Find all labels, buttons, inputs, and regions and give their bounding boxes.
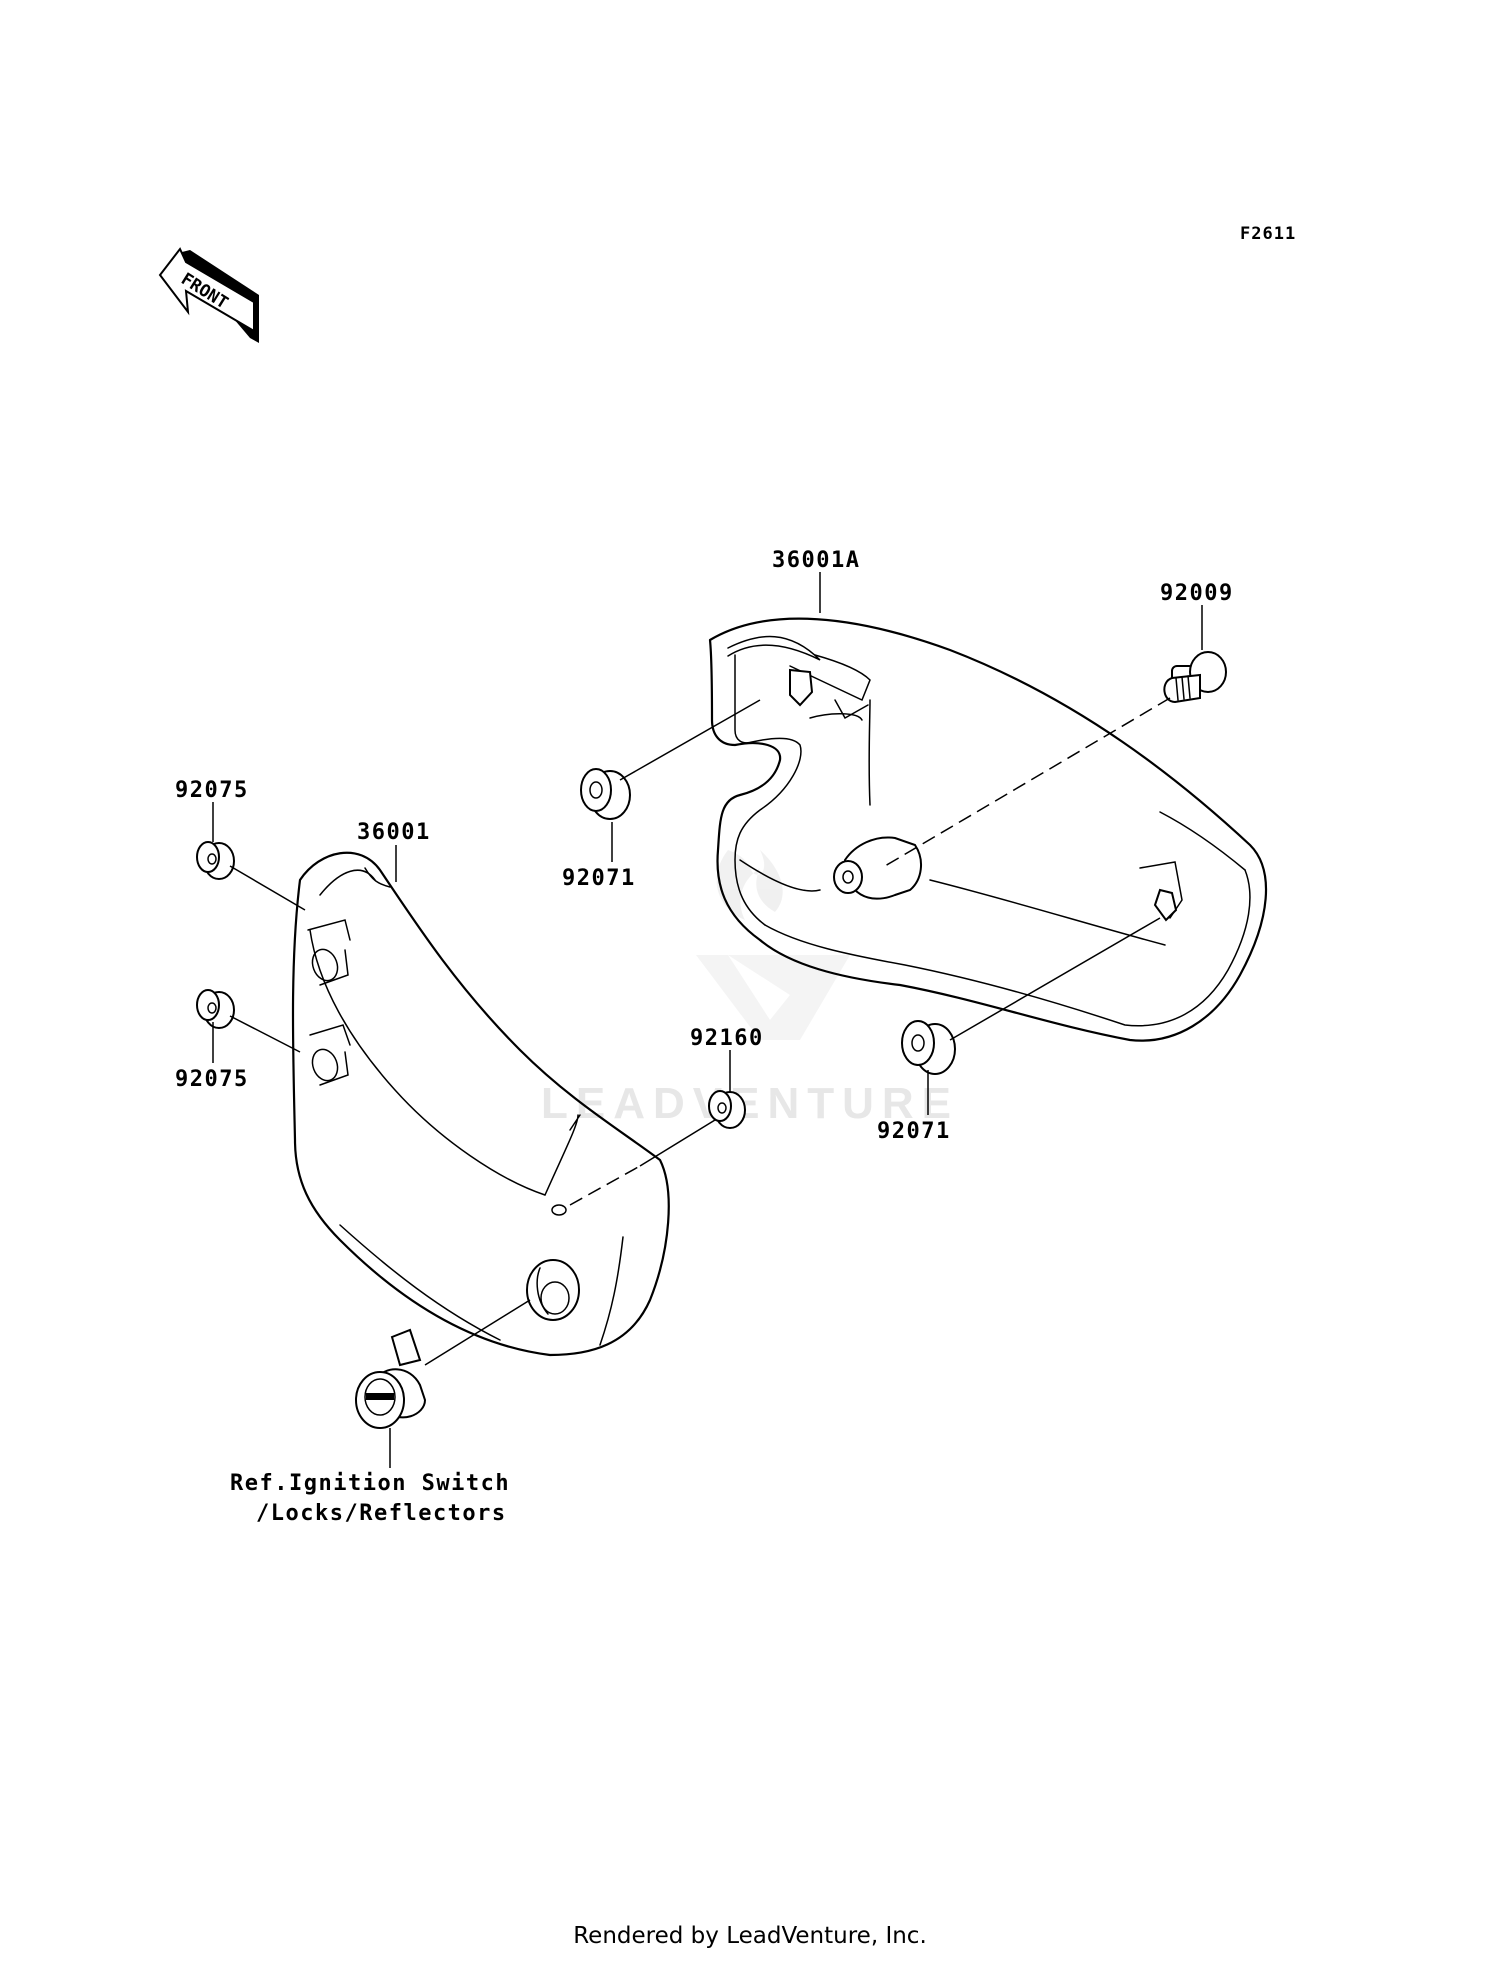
label-grommet-right-lower: 92071 bbox=[877, 1119, 951, 1144]
label-grommet-left-upper: 92075 bbox=[175, 778, 249, 803]
front-arrow-icon: FRONT bbox=[158, 247, 259, 343]
ignition-lock-icon bbox=[355, 1328, 427, 1429]
key-cylinder-hole bbox=[526, 1259, 580, 1321]
grommet-92071-lower bbox=[901, 1020, 956, 1075]
label-cover-left: 36001 bbox=[357, 820, 431, 845]
cover-boss bbox=[833, 836, 922, 900]
reference-line-1: Ref.Ignition Switch bbox=[230, 1471, 510, 1496]
leader-lines bbox=[212, 572, 1203, 1468]
grommet-92071-upper bbox=[580, 768, 631, 820]
footer-credit: Rendered by LeadVenture, Inc. bbox=[573, 1923, 927, 1949]
watermark: LEADVENTURE bbox=[541, 850, 959, 1128]
figure-code: F2611 bbox=[1240, 224, 1296, 244]
side-cover-right bbox=[708, 617, 1268, 1042]
label-grommet-left-lower: 92075 bbox=[175, 1067, 249, 1092]
watermark-logo-icon bbox=[696, 850, 850, 1040]
grommet-92075-upper bbox=[196, 841, 235, 880]
label-grommet-right-upper: 92071 bbox=[562, 866, 636, 891]
label-bolt: 92009 bbox=[1160, 581, 1234, 606]
grommet-92075-lower bbox=[196, 989, 235, 1029]
watermark-text: LEADVENTURE bbox=[541, 1079, 959, 1128]
label-cover-right: 36001A bbox=[772, 548, 860, 573]
mount-hole-lower bbox=[309, 1024, 351, 1086]
side-cover-left bbox=[291, 851, 670, 1357]
reference-line-2: /Locks/Reflectors bbox=[256, 1501, 507, 1526]
mount-hole-upper bbox=[307, 919, 351, 986]
bolt-92009 bbox=[1163, 651, 1227, 704]
label-grommet-center: 92160 bbox=[690, 1026, 764, 1051]
grommet-92160 bbox=[708, 1090, 746, 1129]
